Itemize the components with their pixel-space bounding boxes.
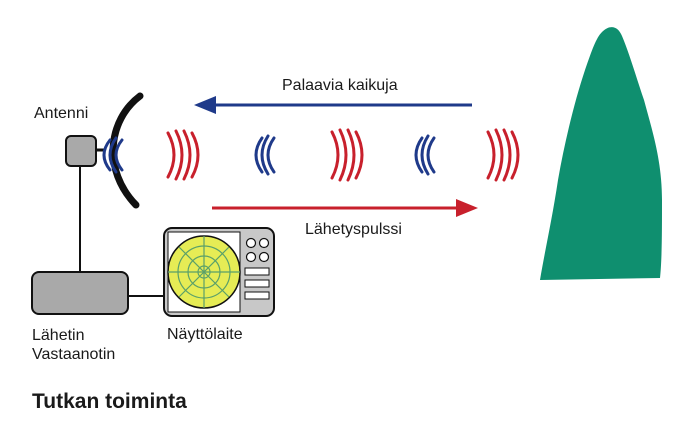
display-button: [244, 267, 270, 276]
display-knob: [245, 237, 257, 249]
antenna-dish: [109, 92, 144, 209]
pulse-wave-arc: [330, 130, 340, 180]
pulse-wave-arc: [354, 130, 364, 180]
echo-wave-arc: [254, 136, 264, 174]
display-knob: [258, 251, 270, 263]
antenna-label: Antenni: [34, 105, 89, 122]
diagram-caption: Tutkan toiminta: [32, 390, 187, 413]
pulse-wave-arc: [174, 129, 184, 181]
display-knob: [258, 237, 270, 249]
pulse-wave-arc: [502, 128, 512, 182]
pulse-wave-arc: [182, 129, 192, 181]
echo-wave-arc: [102, 138, 112, 172]
echo-wave-arc: [108, 136, 118, 174]
pulse-wave-arc: [338, 128, 348, 182]
antenna-head: [65, 135, 97, 167]
target-object: [540, 27, 662, 280]
transmitter-label: Lähetin: [32, 327, 85, 344]
pulse-wave-arc: [486, 130, 496, 180]
echo-wave-arc: [266, 136, 276, 174]
pulse-wave-arc: [510, 130, 520, 180]
pulse-wave-arc: [190, 131, 200, 179]
pulse-wave-arc: [346, 128, 356, 182]
receiver-label: Vastaanotin: [32, 346, 116, 363]
echo-wave-arc: [414, 136, 424, 174]
display-device: [163, 227, 275, 317]
echo-wave-arc: [420, 134, 430, 176]
echo-wave-arc: [114, 138, 124, 172]
echo-arrowhead: [194, 96, 216, 114]
wave-groups: [102, 128, 520, 182]
echo-label: Palaavia kaikuja: [282, 77, 398, 94]
pulse-label: Lähetyspulssi: [305, 221, 402, 238]
display-button: [244, 291, 270, 300]
display-button: [244, 279, 270, 288]
echo-wave-arc: [426, 136, 436, 174]
transmitter-receiver-box: [31, 271, 129, 315]
display-knob: [245, 251, 257, 263]
pulse-wave-arc: [494, 128, 504, 182]
echo-wave-arc: [260, 134, 270, 176]
pulse-wave-arc: [166, 131, 176, 179]
display-label: Näyttölaite: [167, 326, 243, 343]
pulse-arrowhead: [456, 199, 478, 217]
